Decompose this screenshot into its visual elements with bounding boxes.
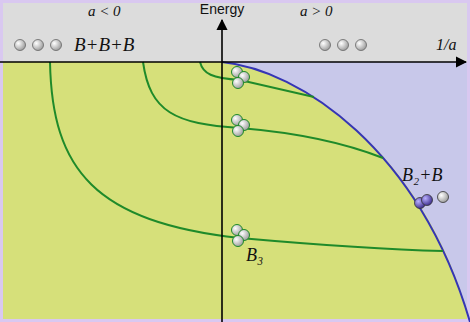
state-label: B₃ [246,246,263,266]
atom-sphere [438,192,449,203]
bound-region [3,62,467,319]
atom-sphere [51,40,62,51]
atom-sphere [15,40,26,51]
energy-axis [221,20,223,322]
state-label: B₂+B [402,166,442,186]
top-band [3,3,467,319]
inverse-scattering-length-axis [0,61,466,63]
atom-sphere [233,126,244,137]
state-label: B+B+B [74,35,134,56]
trimer-cluster [232,115,250,137]
region-label: a < 0 [88,3,121,20]
dimer-threshold-curve [222,62,470,322]
atom-sphere [320,40,331,51]
trimer-cluster [232,225,250,247]
atom-sphere [356,40,367,51]
dimer-sphere [422,195,433,206]
atom-sphere [233,236,244,247]
efimov-level [200,62,314,97]
region-label: a > 0 [300,3,333,20]
efimov-level [50,62,443,251]
atom-sphere [338,40,349,51]
axis-label: 1/a [436,36,456,54]
efimov-level [143,62,383,158]
atom-sphere [33,40,44,51]
trimer-cluster [232,67,250,89]
atom-sphere [233,78,244,89]
axis-title: Energy [200,2,244,17]
continuum-region [222,62,467,310]
